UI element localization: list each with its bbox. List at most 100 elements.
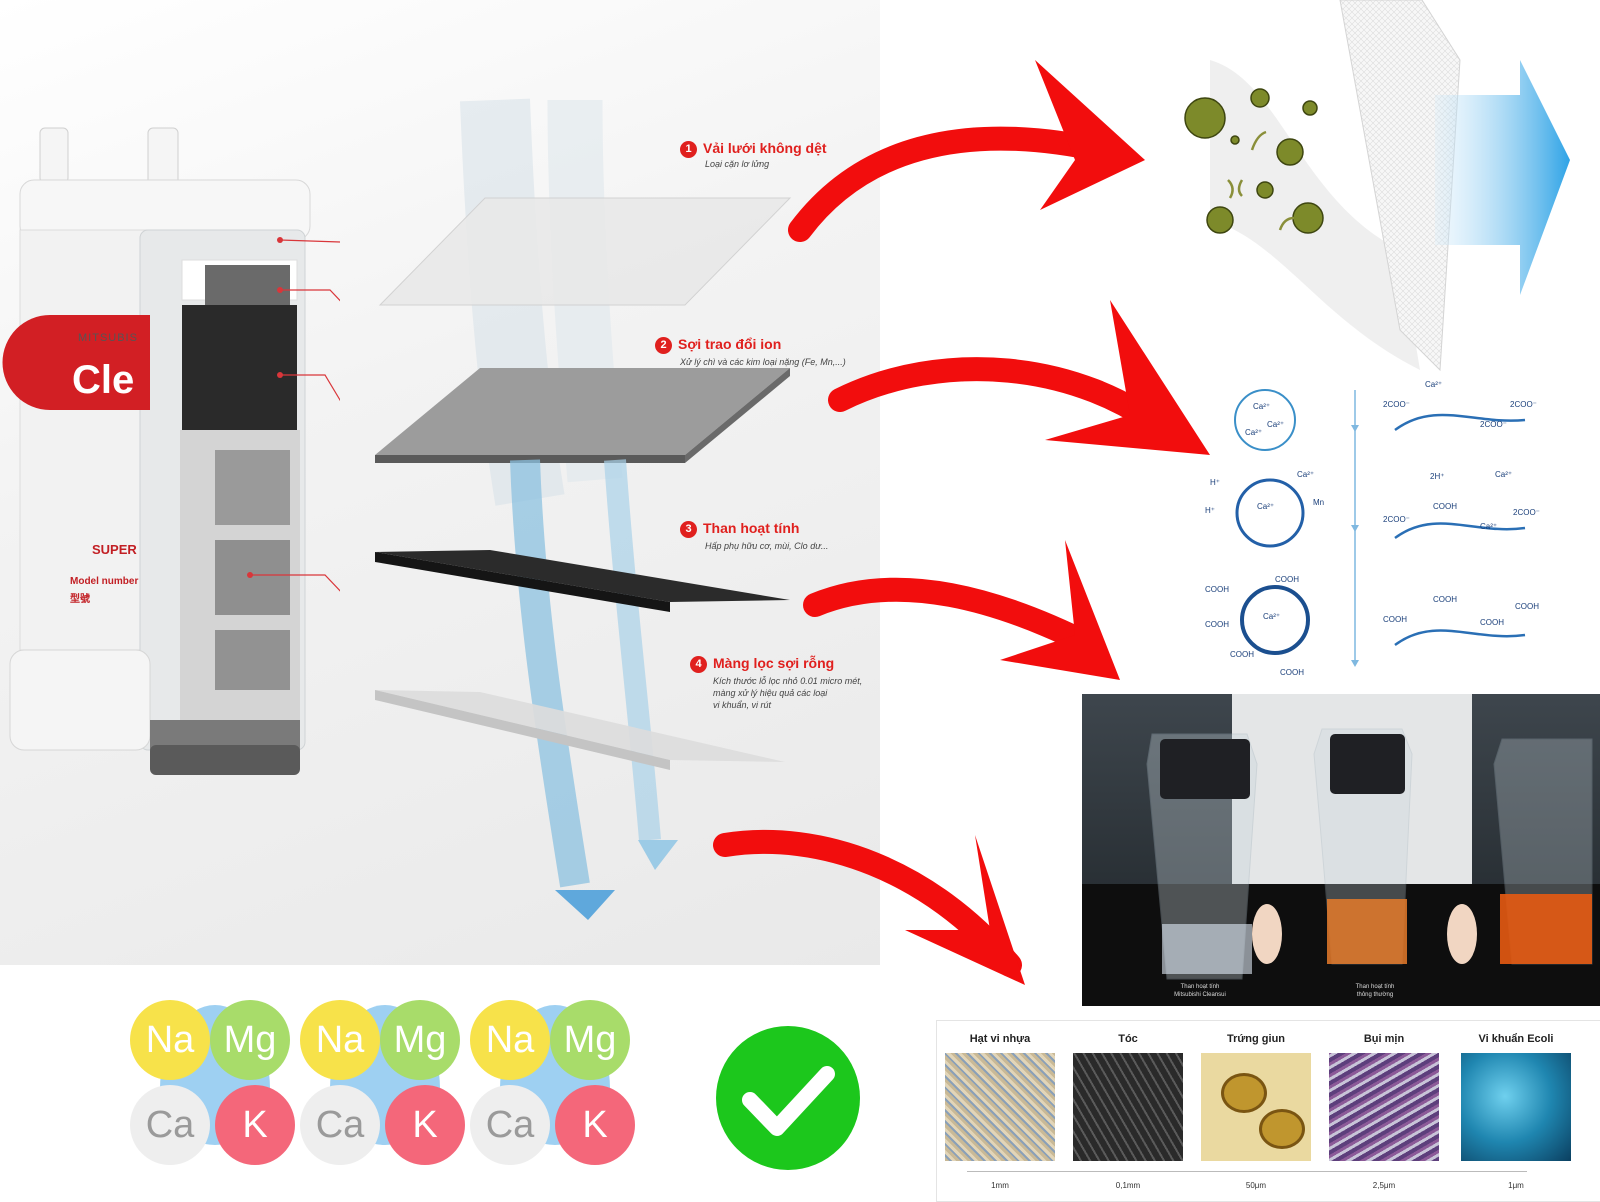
contaminant-scale-4: 1μm: [1508, 1181, 1524, 1190]
ion-label-coo-4: 2COO⁻: [1383, 515, 1410, 524]
step-4-desc: Kích thước lỗ lọc nhỏ 0.01 micro mét, mà…: [713, 675, 862, 711]
red-arrow-1: [788, 126, 1112, 242]
ion-label-cooh-6: COOH: [1433, 502, 1457, 511]
mesh-filter-illustration: [1184, 0, 1570, 372]
contaminant-name-0: Hạt vi nhựa: [969, 1033, 1031, 1045]
ion-labels: Ca²⁺ Ca²⁺ Ca²⁺ H⁺ H⁺ Ca²⁺ Mn Ca²⁺ COOH C…: [1205, 380, 1565, 685]
step-3-desc: Hấp phụ hữu cơ, mùi, Clo dư...: [705, 541, 829, 551]
ion-label-cooh-1: COOH: [1205, 585, 1229, 594]
layer-hollow-fiber: [375, 690, 785, 762]
ion-label-cooh-4: COOH: [1230, 650, 1254, 659]
cartridge-model-cjk: 型號: [70, 594, 90, 605]
ion-label-ca-5: Ca²⁺: [1257, 502, 1275, 511]
contaminant-name-4: Vi khuẩn Ecoli: [1478, 1033, 1554, 1045]
step-2-title-text: Sợi trao đổi ion: [678, 336, 782, 352]
contaminant-image-1: [1073, 1053, 1183, 1161]
step-2-title: 2 Sợi trao đổi ion: [655, 336, 781, 354]
ion-label-ca-7: Ca²⁺: [1425, 380, 1443, 389]
mineral-k: K: [215, 1085, 295, 1165]
jar-caption-left-line-2: Mitsubishi Cleansui: [1174, 992, 1226, 998]
ion-label-coo-1: 2COO⁻: [1383, 400, 1410, 409]
jar-caption-right-line-1: Than hoạt tính: [1355, 984, 1395, 990]
filter-cartridge: [2, 127, 340, 775]
step-2-number: 2: [655, 337, 672, 354]
step-4-desc-line-2: màng xử lý hiệu quả các loại: [713, 688, 828, 698]
jar-caption-right-line-2: thông thường: [1356, 992, 1394, 998]
step-4-number: 4: [690, 656, 707, 673]
ion-label-ca-4: Ca²⁺: [1297, 470, 1315, 479]
ion-label-ca-3: Ca²⁺: [1245, 428, 1263, 437]
ion-label-ca-9: Ca²⁺: [1480, 522, 1498, 531]
cartridge-logo-text: Cle: [72, 358, 135, 402]
ion-label-ca-2: Ca²⁺: [1267, 420, 1285, 429]
contaminants-panel: Hạt vi nhựa Tóc Trứng giun Bụi mịn Vi kh…: [936, 1020, 1600, 1202]
contaminant-image-3: [1329, 1053, 1439, 1161]
contaminant-name-3: Bụi mịn: [1363, 1033, 1405, 1045]
contaminant-image-0: [945, 1053, 1055, 1161]
mineral-mg: Mg: [380, 1000, 460, 1080]
ion-label-cooh-10: COOH: [1515, 602, 1539, 611]
layer-ion-fiber: [375, 368, 790, 455]
cartridge-super-text: SUPER: [92, 542, 137, 557]
mineral-na: Na: [130, 1000, 210, 1080]
ion-label-cooh-7: COOH: [1383, 615, 1407, 624]
ion-label-coo-3: 2COO⁻: [1510, 400, 1537, 409]
mineral-ca: Ca: [470, 1085, 550, 1165]
ion-label-2h: 2H⁺: [1430, 472, 1445, 481]
jar-caption-left: Than hoạt tính Mitsubishi Cleansui: [1150, 983, 1250, 999]
step-4-title: 4 Màng lọc sợi rỗng: [690, 655, 834, 673]
ion-label-h-1: H⁺: [1210, 478, 1220, 487]
step-1-desc: Loại cặn lơ lửng: [705, 159, 770, 169]
contaminant-scale-1: 0,1mm: [1115, 1181, 1141, 1190]
mineral-mg: Mg: [210, 1000, 290, 1080]
mineral-mg: Mg: [550, 1000, 630, 1080]
ion-label-ca-1: Ca²⁺: [1253, 402, 1271, 411]
check-icon: [716, 1026, 860, 1170]
cartridge-brand-text: MITSUBIS: [78, 332, 138, 344]
step-2-desc: Xử lý chì và các kim loại nặng (Fe, Mn,.…: [680, 357, 846, 367]
layer-nonwoven: [378, 197, 792, 306]
ion-exchange-diagram: [1234, 389, 1526, 667]
ion-label-cooh-2: COOH: [1275, 575, 1299, 584]
ion-label-cooh-9: COOH: [1480, 618, 1504, 627]
mineral-k: K: [385, 1085, 465, 1165]
step-1-number: 1: [680, 141, 697, 158]
ion-label-coo-5: 2COO⁻: [1513, 508, 1540, 517]
contaminant-scale-2: 50μm: [1245, 1181, 1267, 1190]
scale-line: [967, 1171, 1527, 1172]
contaminant-image-2: [1201, 1053, 1311, 1161]
step-4-title-text: Màng lọc sợi rỗng: [713, 655, 835, 671]
step-1-title-text: Vải lưới không dệt: [703, 140, 827, 156]
step-4-desc-line-3: vi khuẩn, vi rút: [713, 700, 772, 710]
step-3-title-text: Than hoạt tính: [703, 520, 800, 536]
ion-label-cooh-8: COOH: [1433, 595, 1457, 604]
ion-label-cooh-5: COOH: [1280, 668, 1304, 677]
layer-activated-carbon: [375, 550, 790, 602]
contaminant-scale-0: 1mm: [991, 1181, 1009, 1190]
ion-label-coo-2: 2COO⁻: [1480, 420, 1507, 429]
ion-label-ca-8: Ca²⁺: [1495, 470, 1513, 479]
ion-label-cooh-3: COOH: [1205, 620, 1229, 629]
clean-water-arrow: [1435, 60, 1570, 295]
cartridge-model-text: Model number: [70, 576, 139, 587]
jar-comparison-photo: [1082, 694, 1600, 1006]
red-arrow-3: [803, 577, 1102, 657]
contaminant-name-1: Tóc: [1118, 1033, 1138, 1045]
contaminant-name-2: Trứng giun: [1226, 1033, 1286, 1045]
particles: [1184, 88, 1324, 234]
mineral-ca: Ca: [300, 1085, 380, 1165]
contaminant-image-4: [1461, 1053, 1571, 1161]
jar-caption-left-line-1: Than hoạt tính: [1180, 984, 1220, 990]
mineral-k: K: [555, 1085, 635, 1165]
step-4-desc-line-1: Kích thước lỗ lọc nhỏ 0.01 micro mét,: [713, 676, 863, 686]
mineral-ca: Ca: [130, 1085, 210, 1165]
ion-label-mn: Mn: [1313, 498, 1325, 507]
ion-label-ca-6: Ca²⁺: [1263, 612, 1281, 621]
contaminant-scale-3: 2,5μm: [1372, 1181, 1396, 1190]
mineral-na: Na: [470, 1000, 550, 1080]
